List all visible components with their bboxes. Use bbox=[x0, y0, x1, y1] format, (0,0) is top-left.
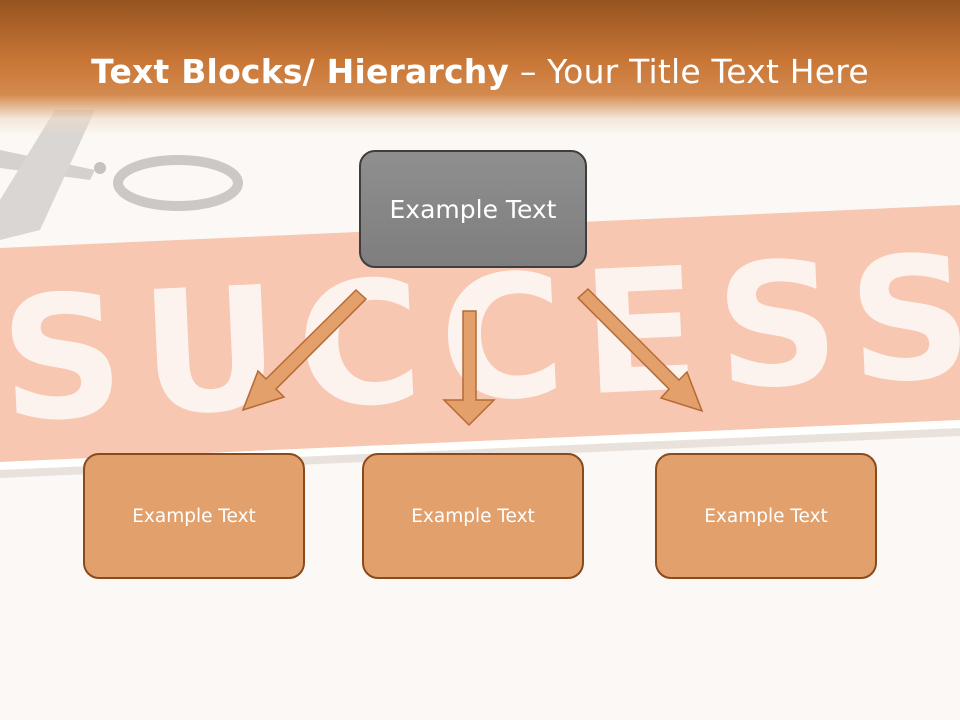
scissors-icon bbox=[0, 110, 243, 240]
arrow-left bbox=[241, 288, 368, 412]
arrow-right bbox=[576, 287, 704, 413]
title-bar bbox=[0, 0, 960, 135]
title-bold: Text Blocks/ Hierarchy bbox=[91, 52, 510, 91]
page-title: Text Blocks/ Hierarchy – Your Title Text… bbox=[0, 52, 960, 91]
arrow-center bbox=[442, 310, 496, 427]
child-box-left: Example Text bbox=[83, 453, 305, 579]
child-box-right: Example Text bbox=[655, 453, 877, 579]
title-subtitle: – Your Title Text Here bbox=[509, 52, 869, 91]
child-box-center: Example Text bbox=[362, 453, 584, 579]
root-box: Example Text bbox=[359, 150, 587, 268]
